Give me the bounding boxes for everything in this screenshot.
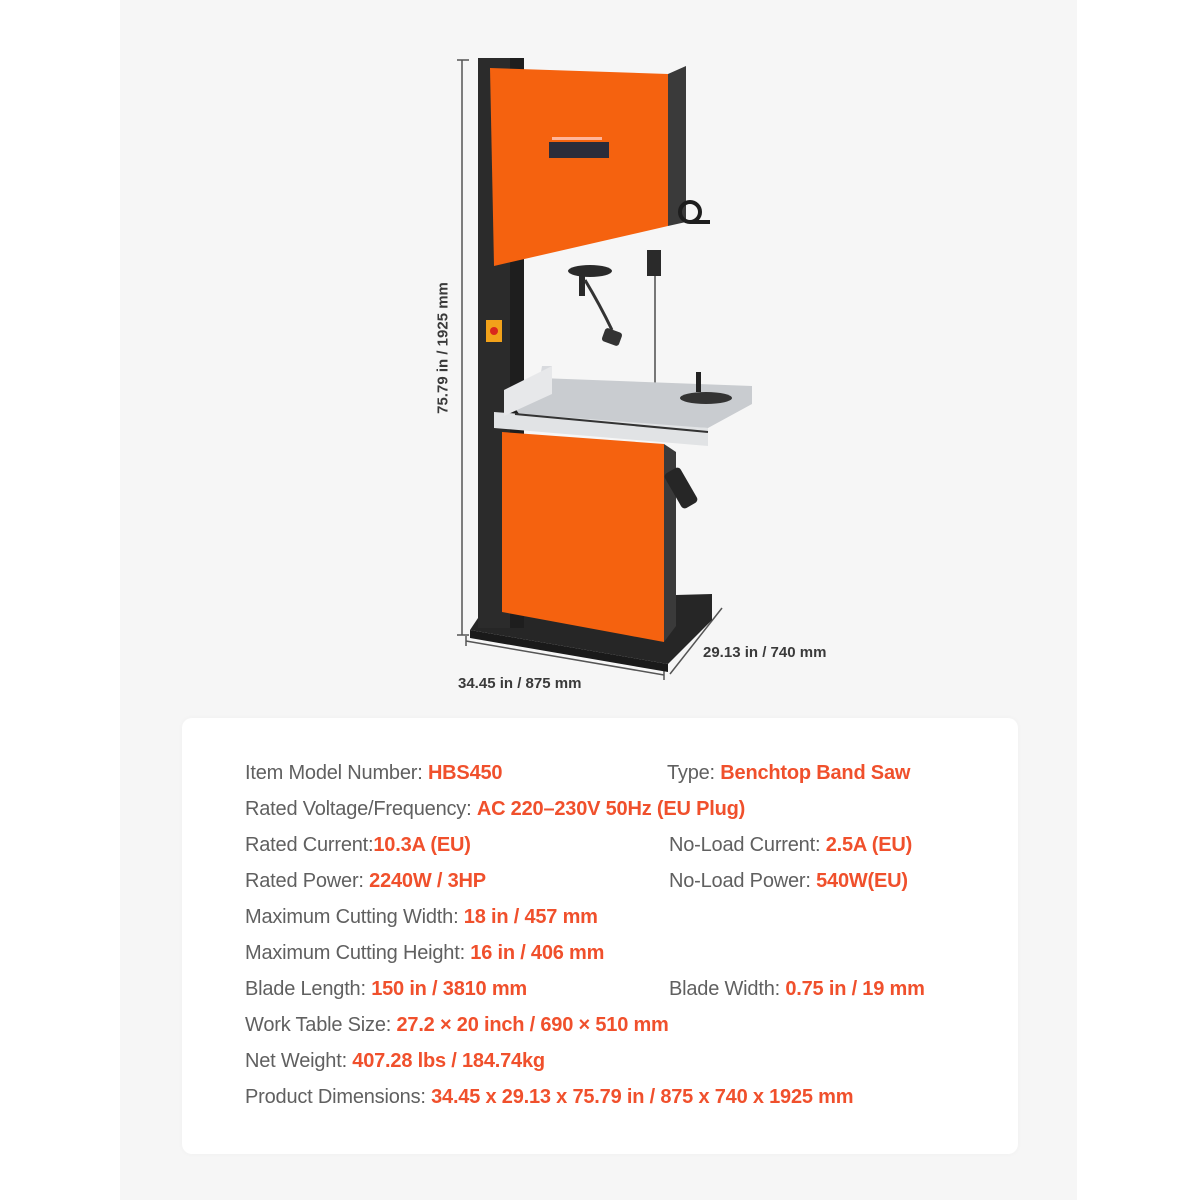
spec-value: 540W(EU) bbox=[816, 870, 908, 892]
depth-dimension-label: 29.13 in / 740 mm bbox=[703, 644, 827, 661]
spec-value: 0.75 in / 19 mm bbox=[785, 978, 925, 1000]
spec-label: Rated Current: bbox=[245, 834, 374, 856]
lower-wheel-cover bbox=[502, 432, 664, 642]
spec-value: 34.45 x 29.13 x 75.79 in / 875 x 740 x 1… bbox=[431, 1086, 854, 1108]
spec-label: Maximum Cutting Height: bbox=[245, 942, 471, 964]
width-dimension-line bbox=[465, 636, 665, 680]
spec-value: 2240W / 3HP bbox=[369, 870, 486, 892]
spec-label: Product Dimensions: bbox=[245, 1086, 432, 1108]
spec-label: Net Weight: bbox=[245, 1050, 353, 1072]
spec-model: Item Model Number: HBS450 bbox=[245, 762, 503, 785]
spec-no-load-current: No-Load Current: 2.5A (EU) bbox=[669, 834, 912, 857]
spec-label: Blade Length: bbox=[245, 978, 372, 1000]
spec-rated-power: Rated Power: 2240W / 3HP bbox=[245, 870, 486, 893]
spec-label: Rated Power: bbox=[245, 870, 370, 892]
spec-net-weight: Net Weight: 407.28 lbs / 184.74kg bbox=[245, 1050, 545, 1073]
spec-label: Blade Width: bbox=[669, 978, 786, 1000]
spec-label: Maximum Cutting Width: bbox=[245, 906, 464, 928]
work-table bbox=[512, 378, 752, 428]
spec-label: Type: bbox=[667, 762, 721, 784]
spec-blade-length: Blade Length: 150 in / 3810 mm bbox=[245, 978, 527, 1001]
spec-value: 150 in / 3810 mm bbox=[371, 978, 527, 1000]
spec-blade-width: Blade Width: 0.75 in / 19 mm bbox=[669, 978, 925, 1001]
spec-label: Item Model Number: bbox=[245, 762, 428, 784]
spec-rated-current: Rated Current:10.3A (EU) bbox=[245, 834, 471, 857]
spec-value: 2.5A (EU) bbox=[825, 834, 913, 856]
spec-value: HBS450 bbox=[427, 762, 503, 784]
width-dimension-label: 34.45 in / 875 mm bbox=[458, 675, 582, 692]
spec-plate bbox=[549, 142, 609, 158]
work-lamp bbox=[601, 328, 623, 346]
guide-knob bbox=[568, 265, 612, 277]
spec-product-dimensions: Product Dimensions: 34.45 x 29.13 x 75.7… bbox=[245, 1086, 854, 1109]
spec-value: AC 220–230V 50Hz (EU Plug) bbox=[476, 798, 746, 820]
spec-label: Work Table Size: bbox=[245, 1014, 397, 1036]
spec-value: 10.3A (EU) bbox=[373, 834, 471, 856]
spec-no-load-power: No-Load Power: 540W(EU) bbox=[669, 870, 908, 893]
height-dimension-line bbox=[457, 59, 469, 636]
blade-guide-post bbox=[647, 250, 661, 276]
dust-port bbox=[664, 467, 698, 509]
work-lamp-arm bbox=[583, 279, 614, 331]
table-tilt-knob bbox=[696, 372, 701, 392]
spec-table-size: Work Table Size: 27.2 × 20 inch / 690 × … bbox=[245, 1014, 669, 1037]
spec-value: 27.2 × 20 inch / 690 × 510 mm bbox=[396, 1014, 669, 1036]
spec-value: Benchtop Band Saw bbox=[720, 762, 911, 784]
spec-max-cut-height: Maximum Cutting Height: 16 in / 406 mm bbox=[245, 942, 604, 965]
spec-label: Rated Voltage/Frequency: bbox=[245, 798, 477, 820]
band-saw-illustration bbox=[457, 58, 752, 680]
spec-value: 18 in / 457 mm bbox=[463, 906, 598, 928]
spec-label: No-Load Current: bbox=[669, 834, 826, 856]
spec-value: 407.28 lbs / 184.74kg bbox=[352, 1050, 545, 1072]
height-dimension-label: 75.79 in / 1925 mm bbox=[434, 282, 452, 414]
spec-max-cut-width: Maximum Cutting Width: 18 in / 457 mm bbox=[245, 906, 598, 929]
spec-value: 16 in / 406 mm bbox=[470, 942, 605, 964]
spec-card bbox=[182, 718, 1018, 1154]
spec-voltage: Rated Voltage/Frequency: AC 220–230V 50H… bbox=[245, 798, 745, 821]
spec-type: Type: Benchtop Band Saw bbox=[667, 762, 910, 785]
spec-label: No-Load Power: bbox=[669, 870, 817, 892]
upper-wheel-cover bbox=[490, 68, 668, 266]
depth-dimension-line bbox=[669, 607, 723, 675]
tension-handwheel bbox=[678, 200, 710, 224]
